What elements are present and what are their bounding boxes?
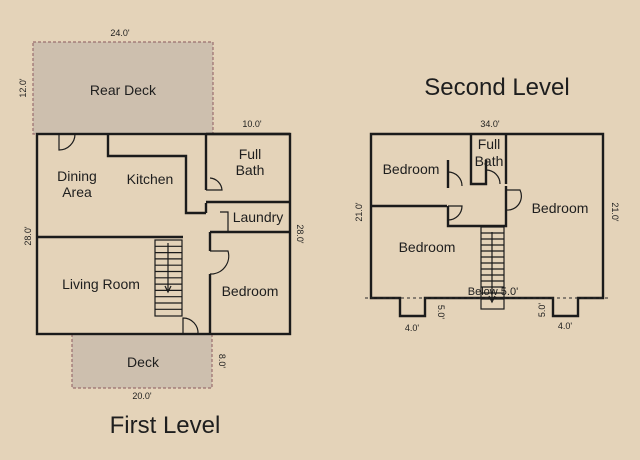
dining-area-label-2: Area — [62, 184, 92, 200]
full-bath-label: Full — [478, 136, 501, 152]
rear-deck-depth-dim: 12.0' — [18, 78, 28, 98]
deck-label: Deck — [127, 354, 160, 370]
second-level-width-dim: 34.0' — [480, 119, 500, 129]
left-side-dim: 28.0' — [23, 226, 33, 246]
bath-width-dim: 10.0' — [242, 119, 262, 129]
first-level-interior-walls — [37, 132, 290, 334]
bedroom-right-label: Bedroom — [532, 200, 589, 216]
dining-area-label: Dining — [57, 168, 97, 184]
first-level-stairs — [154, 239, 183, 317]
deck-area — [71, 333, 213, 389]
full-bath-label-2: Bath — [236, 162, 265, 178]
bedroom-bottom-left-label: Bedroom — [399, 239, 456, 255]
right-side-dim: 28.0' — [295, 224, 305, 244]
second-level-right-dim: 21.0' — [610, 202, 620, 222]
rear-deck-area — [32, 41, 214, 135]
bedroom-label: Bedroom — [222, 283, 279, 299]
rear-deck-width-dim: 24.0' — [110, 28, 130, 38]
second-level-stairs — [480, 226, 505, 310]
kitchen-label: Kitchen — [127, 171, 174, 187]
first-level-title: First Level — [110, 412, 221, 439]
right-bump-depth-dim: 5.0' — [537, 303, 547, 318]
left-bump-width-dim: 4.0' — [405, 323, 420, 333]
deck-depth-dim: 8.0' — [217, 354, 227, 369]
right-bump-width-dim: 4.0' — [558, 321, 573, 331]
full-bath-label-2: Bath — [475, 153, 504, 169]
rear-deck-label: Rear Deck — [90, 82, 157, 98]
first-level-plan: Rear Deck 24.0' 12.0' Deck 20.0' 8.0' — [18, 28, 305, 439]
bedroom-top-left-label: Bedroom — [383, 161, 440, 177]
second-level-left-dim: 21.0' — [354, 202, 364, 222]
living-room-label: Living Room — [62, 276, 140, 292]
first-level-doors — [58, 133, 230, 335]
second-level-title: Second Level — [424, 74, 569, 101]
full-bath-label: Full — [239, 146, 262, 162]
second-level-doors — [447, 169, 522, 221]
laundry-label: Laundry — [233, 209, 284, 225]
left-bump-depth-dim: 5.0' — [436, 305, 446, 320]
first-level-exterior-wall — [35, 132, 292, 336]
below-note: Below 5.0' — [468, 286, 518, 298]
deck-width-dim: 20.0' — [132, 391, 152, 401]
second-level-plan: Second Level Below 5.0' B — [354, 74, 620, 333]
